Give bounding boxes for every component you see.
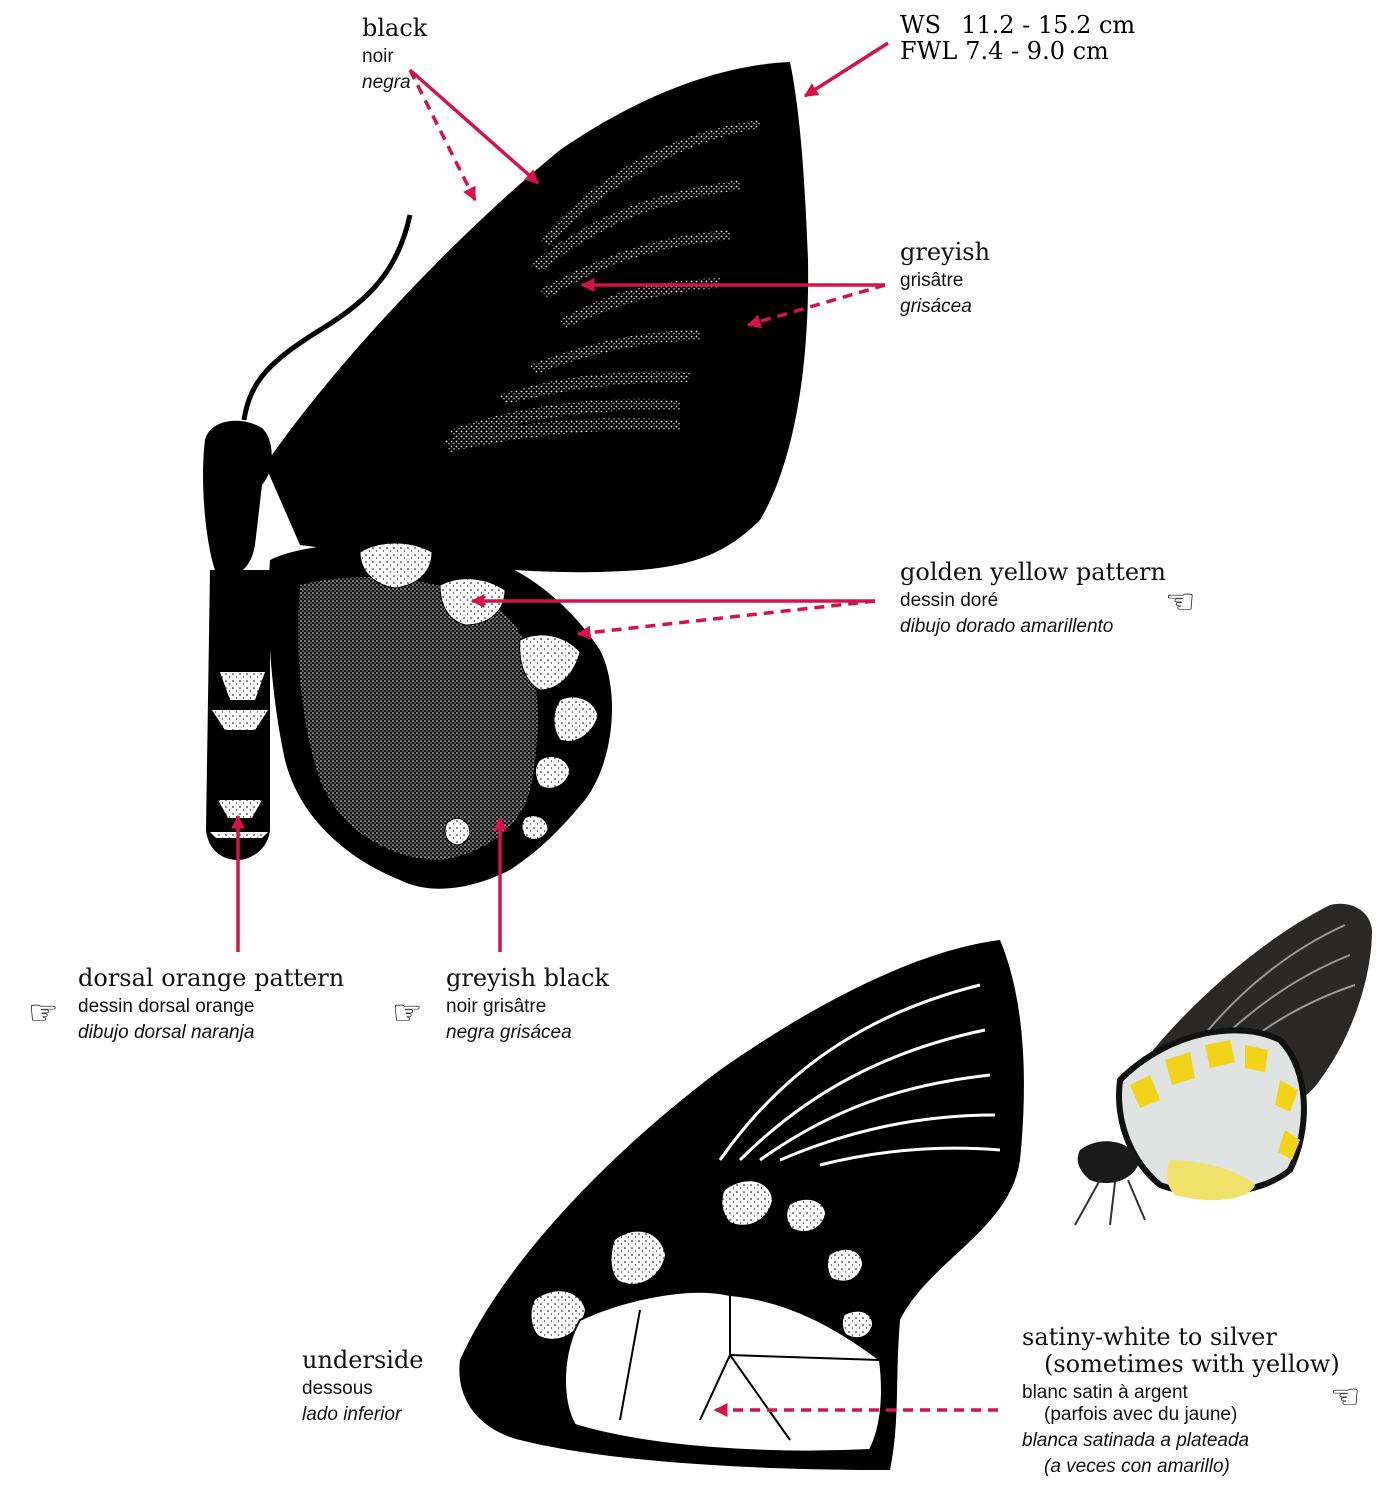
ws-value: 11.2 - 15.2 cm [961, 11, 1135, 39]
label-satiny-white-en1: satiny-white to silver [1022, 1325, 1340, 1349]
pointing-hand-left-icon: ☜ [1165, 585, 1195, 619]
pointer-golden-dashed [578, 601, 875, 634]
label-golden-yellow-es: dibujo dorado amarillento [900, 617, 1166, 636]
pointing-hand-right-icon: ☞ [28, 996, 58, 1030]
label-dorsal-orange-en: dorsal orange pattern [78, 966, 344, 990]
label-greyish-black-fr: noir grisâtre [446, 997, 609, 1016]
label-underside-fr: dessous [302, 1379, 424, 1398]
label-golden-yellow-fr: dessin doré [900, 591, 1166, 610]
pointer-black-solid [410, 70, 538, 183]
label-greyish-fr: grisâtre [900, 271, 990, 290]
label-black-en: black [362, 16, 427, 40]
label-underside: underside dessous lado inferior [302, 1348, 424, 1424]
wingspan-measurements: WS 11.2 - 15.2 cm FWL 7.4 - 9.0 cm [900, 12, 1135, 65]
label-satiny-white: satiny-white to silver (sometimes with y… [1022, 1325, 1340, 1476]
pointer-ws [805, 43, 888, 96]
fwl-row: FWL 7.4 - 9.0 cm [900, 38, 1135, 64]
label-greyish-es: grisácea [900, 297, 990, 316]
ws-row: WS 11.2 - 15.2 cm [900, 12, 1135, 38]
label-dorsal-orange-es: dibujo dorsal naranja [78, 1023, 344, 1042]
pointing-hand-left-icon: ☜ [1330, 1380, 1360, 1414]
label-greyish-black: greyish black noir grisâtre negra grisác… [446, 966, 609, 1042]
label-black: black noir negra [362, 16, 427, 92]
label-black-es: negra [362, 73, 427, 92]
fwl-label: FWL [900, 37, 957, 65]
label-satiny-white-en2: (sometimes with yellow) [1022, 1352, 1340, 1376]
label-black-fr: noir [362, 47, 427, 66]
label-greyish-black-es: negra grisácea [446, 1023, 609, 1042]
label-greyish-black-en: greyish black [446, 966, 609, 990]
label-dorsal-orange-fr: dessin dorsal orange [78, 997, 344, 1016]
forewing [265, 62, 808, 572]
label-satiny-white-es2: (a veces con amarillo) [1022, 1457, 1340, 1476]
fwl-value: 7.4 - 9.0 cm [965, 37, 1109, 65]
label-satiny-white-es1: blanca satinada a plateada [1022, 1431, 1340, 1450]
label-dorsal-orange: dorsal orange pattern dessin dorsal oran… [78, 966, 344, 1042]
thorax [203, 421, 272, 575]
label-golden-yellow: golden yellow pattern dessin doré dibujo… [900, 560, 1166, 636]
photo-legs [1075, 1180, 1145, 1225]
ws-label: WS [900, 11, 941, 39]
upperside-specimen [203, 62, 808, 889]
label-greyish-en: greyish [900, 240, 990, 264]
label-underside-es: lado inferior [302, 1405, 424, 1424]
label-satiny-white-fr1: blanc satin à argent [1022, 1383, 1340, 1402]
label-greyish: greyish grisâtre grisácea [900, 240, 990, 316]
photo-specimen [1075, 904, 1372, 1225]
label-golden-yellow-en: golden yellow pattern [900, 560, 1166, 584]
label-satiny-white-fr2: (parfois avec du jaune) [1022, 1405, 1340, 1424]
label-underside-en: underside [302, 1348, 424, 1372]
pointing-hand-right-icon: ☞ [392, 996, 422, 1030]
